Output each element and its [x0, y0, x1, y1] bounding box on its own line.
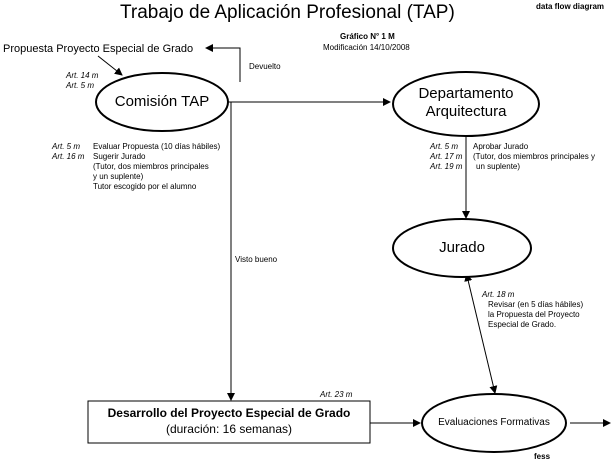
note-line: Sugerir Jurado [93, 152, 146, 161]
node-jurado-label: Jurado [439, 239, 485, 256]
art-line: Art. 5 m [66, 81, 95, 90]
note-line: (Tutor, dos miembros principales y [473, 152, 595, 161]
art-line: Art. 16 m [52, 152, 85, 161]
jurado-art-ref: Art. 18 m [482, 290, 515, 299]
node-departamento-shape[interactable] [392, 71, 540, 137]
art-line: Art. 14 m [66, 71, 99, 80]
art-line: Art. 19 m [430, 162, 463, 171]
note-line: Especial de Grado. [488, 320, 557, 329]
node-comision-shape[interactable] [95, 72, 229, 132]
art-line: Art. 5 m [430, 142, 459, 151]
note-line: la Propuesta del Proyecto [488, 310, 580, 319]
depto-art-refs: Art. 5 m Art. 17 m Art. 19 m [430, 142, 462, 172]
grafico-label: Gráfico N° 1 M [340, 32, 395, 41]
node-jurado-shape[interactable] [392, 218, 532, 278]
edge-devuelto-label: Devuelto [249, 62, 281, 71]
node-evaluaciones-shape[interactable] [421, 393, 567, 453]
art-line: Art. 5 m [52, 142, 81, 151]
note-line: (Tutor, dos miembros principales [93, 162, 209, 171]
node-desarrollo-label: Desarrollo del Proyecto Especial de Grad… [88, 405, 370, 437]
desarrollo-title: Desarrollo del Proyecto Especial de Grad… [107, 406, 351, 420]
desarrollo-subtitle: (duración: 16 semanas) [165, 422, 293, 436]
note-line: un suplente) [476, 162, 521, 171]
art-line: Art. 17 m [430, 152, 463, 161]
art-14-5-annotation: Art. 14 m Art. 5 m [66, 71, 98, 91]
node-comision-label: Comisión TAP [114, 93, 210, 110]
node-evaluaciones-label: Evaluaciones Formativas [438, 417, 550, 428]
corner-label: data flow diagram [536, 2, 605, 11]
node-desarrollo-shape[interactable] [87, 400, 371, 444]
note-line: Revisar (en 5 días hábiles) [488, 300, 584, 309]
page-title: Trabajo de Aplicación Profesional (TAP) [120, 2, 455, 23]
arrow-jurado-evaluaciones [464, 273, 498, 394]
propuesta-label: Propuesta Proyecto Especial de Grado [3, 43, 194, 55]
note-line: Evaluar Propuesta (10 días hábiles) [93, 142, 221, 151]
fess-label: fess [534, 452, 551, 461]
note-line: y un suplente) [93, 172, 144, 181]
arrow-propuesta-comision [97, 55, 123, 76]
depto-notes: Aprobar Jurado (Tutor, dos miembros prin… [473, 142, 595, 172]
edge-visto-bueno-label: Visto bueno [235, 255, 278, 264]
note-line: Tutor escogido por el alumno [93, 182, 197, 191]
comision-art-refs: Art. 5 m Art. 16 m [52, 142, 84, 162]
note-line: Aprobar Jurado [473, 142, 529, 151]
modificacion-label: Modificación 14/10/2008 [323, 43, 410, 52]
arrow-devuelto [205, 44, 241, 82]
art-23-annotation: Art. 23 m [320, 390, 353, 399]
jurado-notes: Revisar (en 5 días hábiles) la Propuesta… [488, 300, 583, 330]
comision-notes: Evaluar Propuesta (10 días hábiles) Suge… [93, 142, 220, 192]
node-departamento-label: Departamento Arquitectura [393, 85, 539, 121]
departamento-line2: Arquitectura [425, 103, 507, 120]
departamento-line1: Departamento [418, 85, 514, 102]
